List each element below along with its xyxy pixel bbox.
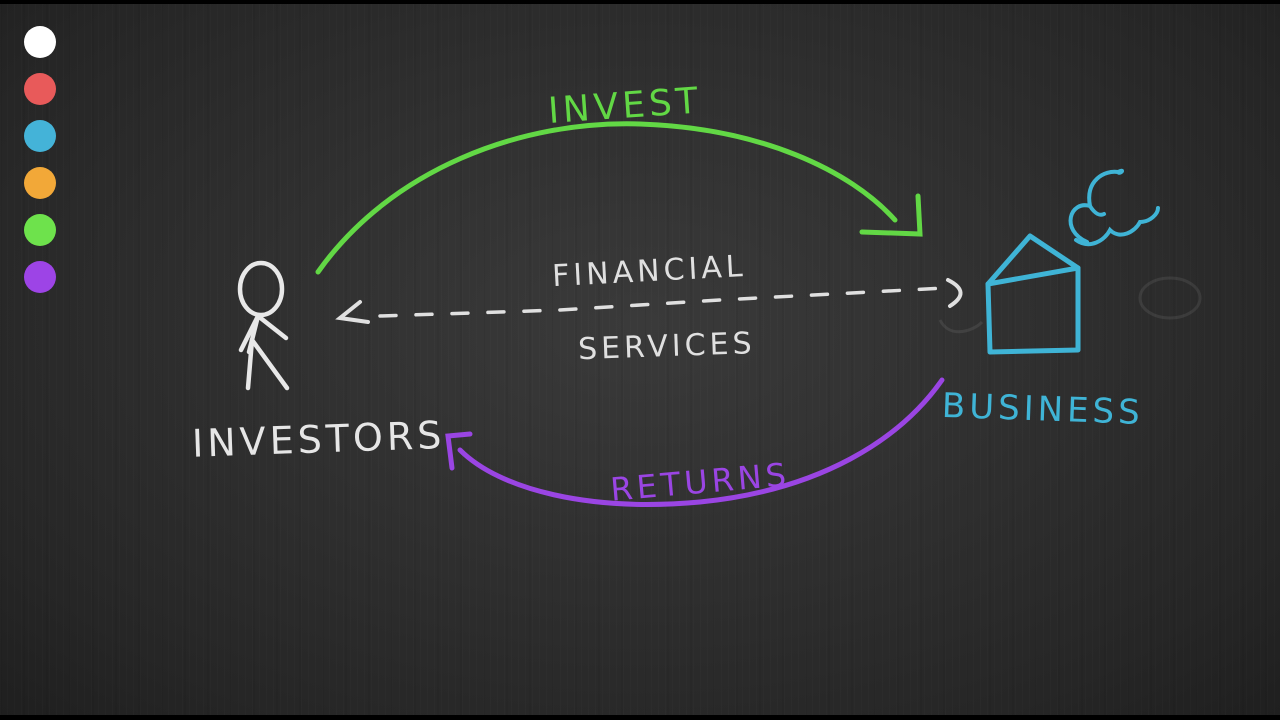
- color-swatch-purple[interactable]: [24, 261, 56, 293]
- services-label: SERVICES: [577, 326, 756, 367]
- house-icon: [985, 233, 1081, 355]
- arrowhead-icon: [859, 193, 923, 237]
- invest-label: INVEST: [547, 80, 703, 132]
- chalkboard-canvas[interactable]: INVEST INVESTORS FINANCIAL SERVICES: [0, 4, 1280, 715]
- smoke-cloud-icon: [1068, 168, 1160, 247]
- color-swatch-green[interactable]: [24, 214, 56, 246]
- financial-services-arrow: [378, 286, 947, 318]
- diagram-drawing: INVEST INVESTORS FINANCIAL SERVICES: [191, 80, 1202, 509]
- arrowhead-left-icon: [335, 300, 370, 324]
- erased-marks: [938, 276, 1202, 334]
- stick-figure-icon: [237, 260, 290, 391]
- invest-arrow: [315, 121, 923, 275]
- investors-label: INVESTORS: [191, 413, 446, 466]
- color-swatch-white[interactable]: [24, 26, 56, 58]
- returns-label: RETURNS: [609, 455, 792, 509]
- business-label: BUSINESS: [941, 386, 1144, 433]
- color-swatch-red[interactable]: [24, 73, 56, 105]
- color-swatch-orange[interactable]: [24, 167, 56, 199]
- returns-arrow: [445, 377, 945, 507]
- color-palette: [24, 26, 56, 293]
- arrowhead-right-icon: [946, 278, 963, 308]
- arrowhead-icon: [445, 431, 473, 471]
- color-swatch-blue[interactable]: [24, 120, 56, 152]
- financial-label: FINANCIAL: [551, 249, 747, 294]
